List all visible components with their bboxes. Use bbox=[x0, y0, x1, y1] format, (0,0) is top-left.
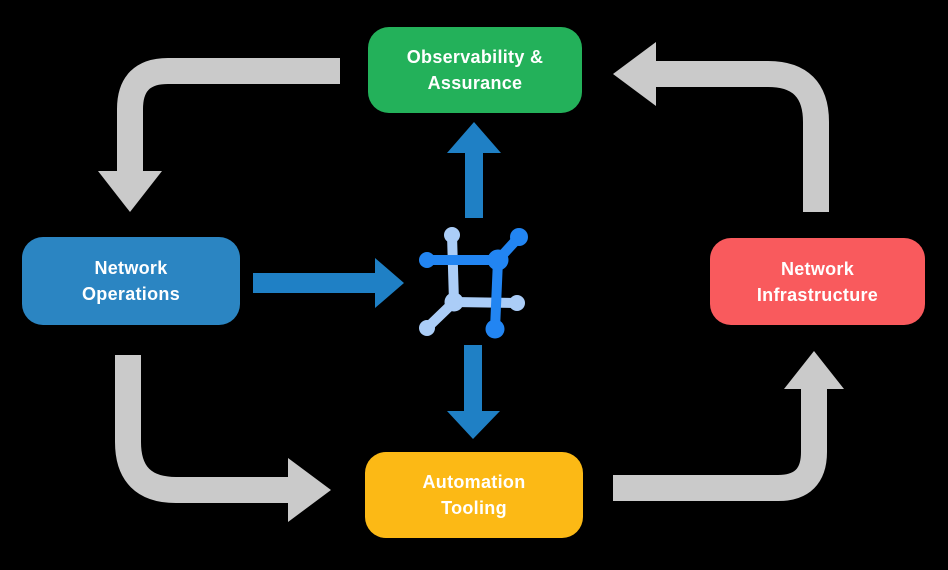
mesh-node bbox=[444, 227, 460, 243]
mesh-line bbox=[449, 297, 522, 308]
arrow-head-right-icon bbox=[288, 458, 331, 522]
blue-arrow-right-icon bbox=[253, 258, 404, 308]
mesh-dark-nodes bbox=[419, 228, 528, 339]
gray-arrow-observability-to-operations bbox=[98, 58, 340, 212]
node-automation-tooling: Automation Tooling bbox=[365, 452, 583, 538]
node-label-line1: Automation bbox=[422, 472, 526, 492]
mesh-node bbox=[419, 252, 435, 268]
arrow-head-left-icon bbox=[613, 42, 656, 106]
arrow-head-down-icon bbox=[98, 171, 162, 212]
gray-arrow-infrastructure-to-observability bbox=[613, 42, 829, 212]
mesh-node bbox=[487, 249, 509, 271]
node-network-infrastructure: Network Infrastructure bbox=[710, 238, 925, 325]
mesh-node bbox=[510, 228, 528, 246]
mesh-node bbox=[509, 295, 525, 311]
mesh-node bbox=[444, 292, 464, 312]
node-label-line1: Observability & bbox=[406, 47, 544, 67]
arrow-shaft bbox=[117, 58, 340, 172]
arrow-shaft bbox=[613, 388, 827, 501]
arrow-head-up-icon bbox=[784, 351, 844, 389]
mesh-line bbox=[447, 230, 459, 307]
network-mesh-icon bbox=[419, 227, 528, 339]
blue-arrow-down-icon bbox=[447, 345, 500, 439]
node-label-line2: Operations bbox=[81, 284, 181, 304]
gray-arrow-automation-to-infrastructure bbox=[613, 351, 844, 501]
arrow-shaft bbox=[115, 355, 288, 503]
node-network-operations: Network Operations bbox=[22, 237, 240, 325]
node-label-line2: Assurance bbox=[427, 73, 523, 93]
blue-arrow-up-icon bbox=[447, 122, 501, 218]
node-label-line2: Infrastructure bbox=[756, 284, 879, 305]
mesh-line bbox=[490, 255, 503, 334]
node-label-line2: Tooling bbox=[441, 498, 507, 518]
mesh-node bbox=[485, 319, 505, 339]
node-label-line1: Network bbox=[780, 258, 855, 279]
node-observability-assurance: Observability & Assurance bbox=[368, 27, 582, 113]
mesh-light-nodes bbox=[419, 227, 525, 336]
node-label-line1: Network bbox=[94, 258, 168, 278]
gray-arrow-operations-to-automation bbox=[115, 355, 331, 522]
mesh-node bbox=[419, 320, 435, 336]
arrow-shaft bbox=[656, 61, 829, 212]
